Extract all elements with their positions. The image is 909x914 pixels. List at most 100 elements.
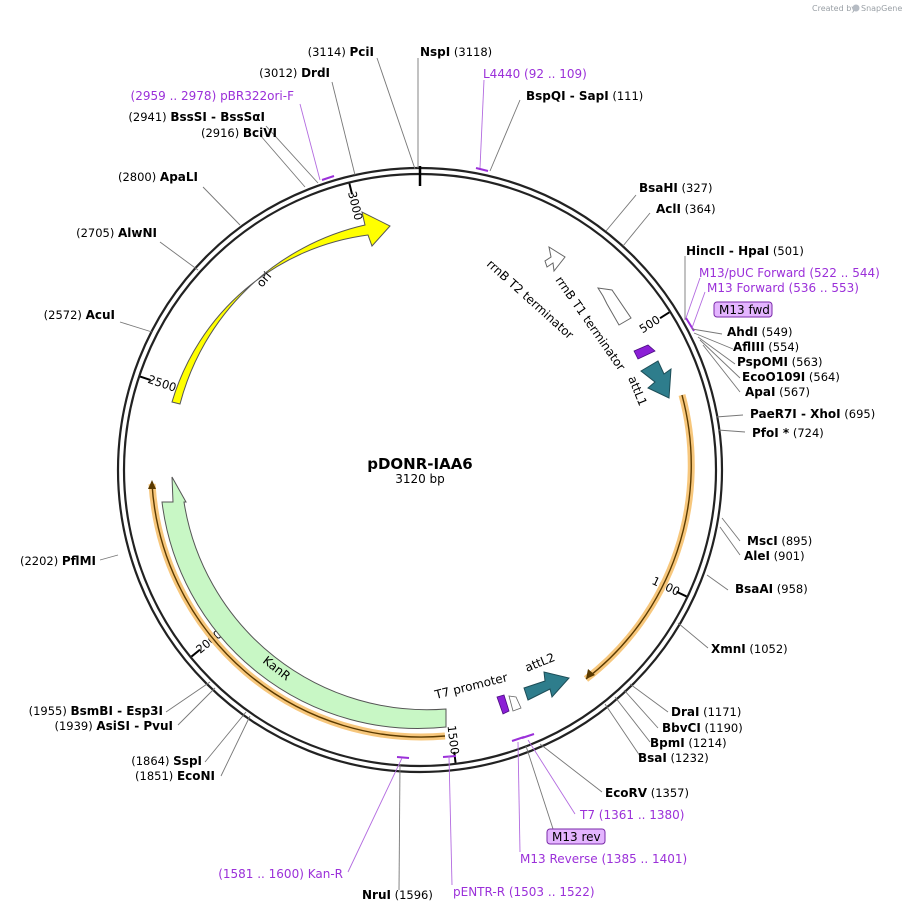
primer-range: (1503 .. 1522) <box>505 885 595 899</box>
tick-mark <box>190 648 201 658</box>
restriction-site-label[interactable]: EcoRV (1357) <box>605 786 689 800</box>
restriction-site-label[interactable]: AclI (364) <box>656 202 716 216</box>
tick-label: 3000 <box>345 190 366 222</box>
orange-track-left-line <box>151 483 446 738</box>
restriction-site-label[interactable]: NspI (3118) <box>420 45 492 59</box>
attl2-feature-arrow[interactable] <box>523 671 570 701</box>
tick-mark <box>348 183 354 195</box>
site-position: (1939) <box>54 719 96 733</box>
site-position: (3118) <box>450 45 492 59</box>
site-name: MscI <box>747 534 778 548</box>
m13-rev-badge[interactable] <box>546 828 606 845</box>
restriction-site-label[interactable]: (2941) BssSI - BssSαI <box>128 110 265 124</box>
restriction-site-label[interactable]: BsaHI (327) <box>639 181 713 195</box>
restriction-site-label[interactable]: (1955) BsmBI - Esp3I <box>29 704 163 718</box>
primer-label[interactable]: M13 Reverse (1385 .. 1401) <box>520 852 687 866</box>
restriction-site-label[interactable]: MscI (895) <box>747 534 812 548</box>
site-name: ApaLI <box>160 170 198 184</box>
restriction-site-label[interactable]: NruI (1596) <box>362 888 433 902</box>
site-position: (1357) <box>647 786 689 800</box>
restriction-site-label[interactable]: PspOMI (563) <box>737 355 823 369</box>
restriction-site-label[interactable]: (2572) AcuI <box>44 308 115 322</box>
restriction-site-label[interactable]: AleI (901) <box>744 549 805 563</box>
tick-mark <box>139 375 151 382</box>
primer-label[interactable]: M13 Forward (536 .. 553) <box>707 281 859 295</box>
credit-prefix: Created by <box>812 4 856 13</box>
primer-range: (1361 .. 1380) <box>595 808 685 822</box>
orange-track-right <box>583 394 695 682</box>
primer-name: M13/pUC Forward <box>699 266 806 280</box>
restriction-site-label[interactable]: AflIII (554) <box>733 340 799 354</box>
restriction-site-label[interactable]: (2916) BciVI <box>201 126 277 140</box>
center-title: pDONR-IAA6 3120 bp <box>367 455 473 486</box>
m13-fwd-badge[interactable] <box>713 301 773 318</box>
site-name: NspI <box>420 45 450 59</box>
site-name: DrdI <box>301 66 330 80</box>
restriction-site-label[interactable]: PaeR7I - XhoI (695) <box>750 407 875 421</box>
restriction-site-label[interactable]: PfoI * (724) <box>752 426 824 440</box>
site-name: AsiSI - PvuI <box>96 719 173 733</box>
site-name: BciVI <box>243 126 277 140</box>
restriction-site-label[interactable]: DraI (1171) <box>671 705 741 719</box>
t7-promoter-outline-arrow[interactable] <box>508 695 522 712</box>
site-position: (1232) <box>667 751 709 765</box>
restriction-site-label[interactable]: (1851) EcoNI <box>135 769 215 783</box>
restriction-site-label[interactable]: AhdI (549) <box>727 325 792 339</box>
primer-label[interactable]: M13/pUC Forward (522 .. 544) <box>699 266 880 280</box>
kanr-feature-arrow[interactable] <box>161 476 447 730</box>
site-name: AhdI <box>727 325 758 339</box>
restriction-site-label[interactable]: BspQI - SapI (111) <box>526 89 643 103</box>
primer-label[interactable]: L4440 (92 .. 109) <box>483 67 587 81</box>
site-name: HincII - HpaI <box>686 244 769 258</box>
restriction-site-label[interactable]: (1939) AsiSI - PvuI <box>54 719 173 733</box>
site-position: (2572) <box>44 308 86 322</box>
restriction-site-label[interactable]: BpmI (1214) <box>650 736 727 750</box>
site-position: (111) <box>609 89 644 103</box>
attl1-feature-arrow[interactable] <box>640 360 672 399</box>
restriction-site-label[interactable]: ApaI (567) <box>745 385 810 399</box>
rrnb-t1-feature-arrow[interactable] <box>597 287 632 326</box>
primer-label[interactable]: pENTR-R (1503 .. 1522) <box>453 885 595 899</box>
site-name: ApaI <box>745 385 775 399</box>
restriction-site-label[interactable]: HincII - HpaI (501) <box>686 244 804 258</box>
site-position: (895) <box>778 534 813 548</box>
restriction-site-label[interactable]: (2800) ApaLI <box>118 170 198 184</box>
site-name: BsaHI <box>639 181 678 195</box>
site-position: (327) <box>678 181 713 195</box>
restriction-site-label[interactable]: (3012) DrdI <box>259 66 330 80</box>
primer-label[interactable]: (2959 .. 2978) pBR322ori-F <box>131 89 295 103</box>
site-position: (2705) <box>76 226 118 240</box>
restriction-site-label[interactable]: XmnI (1052) <box>711 642 788 656</box>
restriction-site-label[interactable]: BsaI (1232) <box>638 751 709 765</box>
restriction-site-label[interactable]: (3114) PciI <box>308 45 374 59</box>
snapgene-credit: Created by SnapGene <box>812 4 902 13</box>
primer-mark-m13-rev <box>521 733 535 739</box>
orange-track-right-arrowhead <box>586 669 595 679</box>
site-name: BssSI - BssSαI <box>170 110 265 124</box>
rrnb-t2-feature-arrow[interactable] <box>544 245 566 273</box>
site-name: SspI <box>173 754 202 768</box>
site-position: (1190) <box>701 721 743 735</box>
site-name: EcoO109I <box>742 370 805 384</box>
m13-fwd-badge-label: M13 fwd <box>719 303 770 317</box>
primer-label[interactable]: (1581 .. 1600) Kan-R <box>218 867 343 881</box>
t7-promoter-arrow[interactable] <box>496 694 510 715</box>
primer-label[interactable]: T7 (1361 .. 1380) <box>579 808 684 822</box>
restriction-site-label[interactable]: EcoO109I (564) <box>742 370 840 384</box>
ori-feature-arrow[interactable] <box>171 211 391 405</box>
site-name: BspQI - SapI <box>526 89 609 103</box>
primer-range: (92 .. 109) <box>520 67 587 81</box>
site-position: (958) <box>773 582 808 596</box>
promoter-attl1-arrow[interactable] <box>633 344 656 360</box>
restriction-site-label[interactable]: (2202) PflMI <box>20 554 96 568</box>
site-position: (501) <box>769 244 804 258</box>
restriction-site-label[interactable]: (2705) AlwNI <box>76 226 157 240</box>
primer-range: (536 .. 553) <box>785 281 859 295</box>
site-position: (549) <box>758 325 793 339</box>
restriction-site-label[interactable]: BbvCI (1190) <box>662 721 743 735</box>
restriction-site-label[interactable]: (1864) SspI <box>131 754 202 768</box>
restriction-site-labels: NspI (3118) (3114) PciI (3012) DrdI (2941) … <box>20 45 875 902</box>
restriction-site-label[interactable]: BsaAI (958) <box>735 582 808 596</box>
primer-name: T7 <box>579 808 595 822</box>
site-name: BsaI <box>638 751 667 765</box>
